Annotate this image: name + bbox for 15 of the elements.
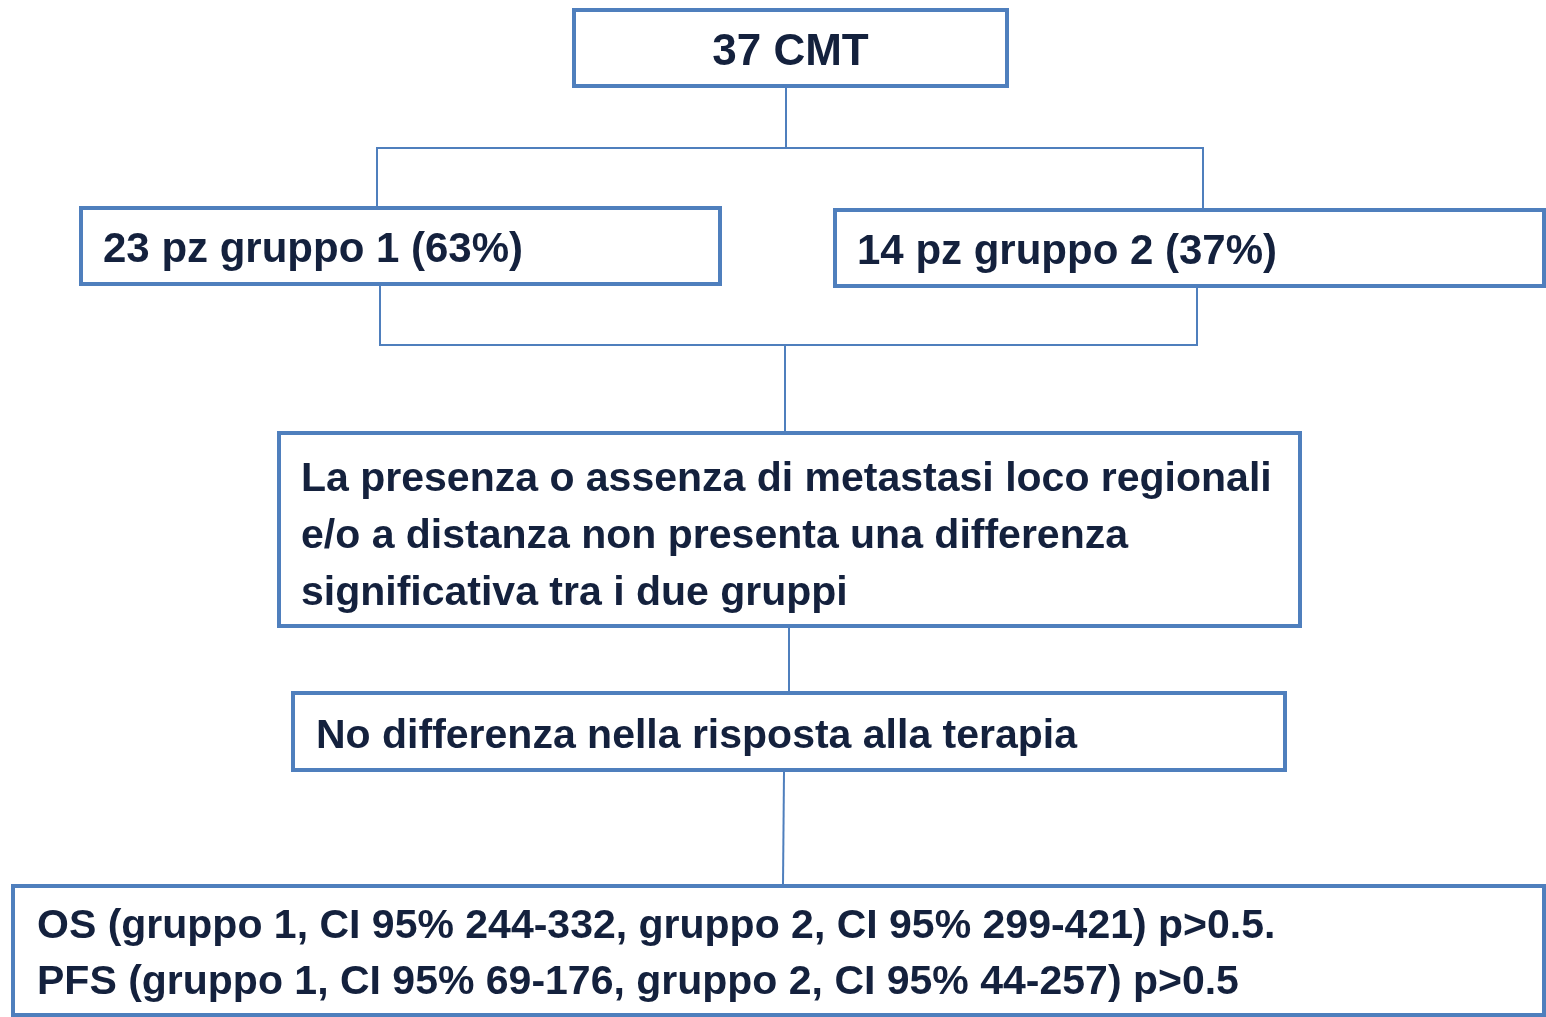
flow-box — [291, 691, 1287, 772]
box-text: PFS (gruppo 1, CI 95% 69-176, gruppo 2, CI 95% 44-257) p>0.5 — [37, 956, 1240, 1005]
box-text: OS (gruppo 1, CI 95% 244-332, gruppo 2, CI 95% 299-421) p>0.5. — [37, 900, 1277, 949]
flow-box — [11, 884, 1546, 1017]
box-text: 37 CMT — [711, 26, 870, 74]
box-text: No differenza nella risposta alla terapia — [316, 710, 1079, 758]
box-text: 23 pz gruppo 1 (63%) — [103, 224, 525, 272]
box-text: La presenza o assenza di metastasi loco regionali e/o a distanza non presenta una differenza significativa tra i due gruppi — [301, 453, 1273, 616]
flow-box — [277, 431, 1302, 628]
flow-box — [572, 8, 1009, 88]
flow-box — [833, 208, 1546, 288]
connector-line — [782, 771, 785, 885]
box-text: 14 pz gruppo 2 (37%) — [857, 226, 1279, 274]
connector-line — [788, 627, 790, 692]
flow-box — [79, 206, 722, 286]
